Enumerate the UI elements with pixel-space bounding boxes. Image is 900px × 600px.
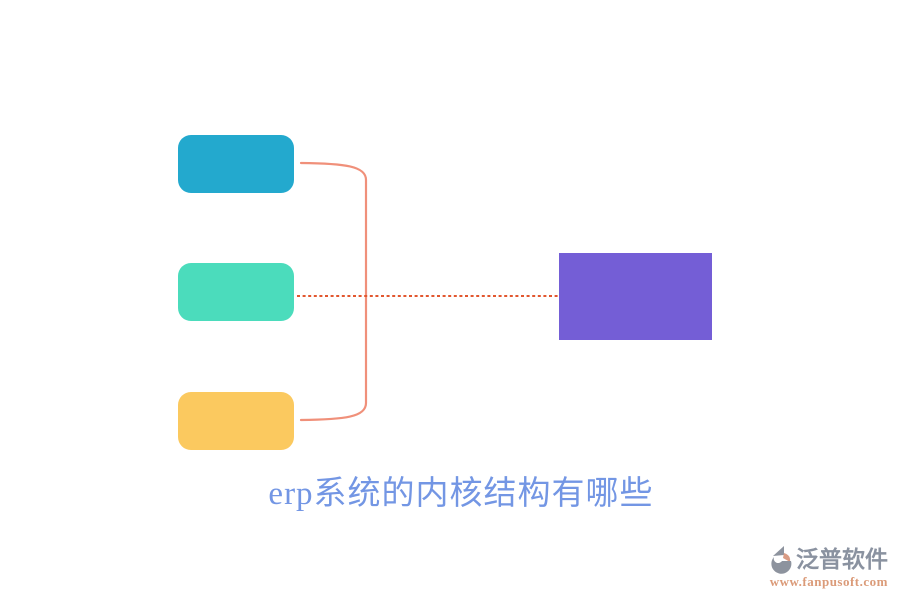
- node-result: [559, 253, 712, 340]
- fanpu-logo-icon: [770, 544, 794, 574]
- watermark: 泛普软件 www.fanpusoft.com: [770, 544, 888, 588]
- diagram-title: erp系统的内核结构有哪些: [268, 476, 654, 512]
- node-bottom: [178, 392, 294, 450]
- bracket-connector: [299, 161, 368, 422]
- brand-url: www.fanpusoft.com: [769, 574, 888, 589]
- node-middle: [178, 263, 294, 321]
- brand-name: 泛普软件: [796, 546, 888, 572]
- node-top: [178, 135, 294, 193]
